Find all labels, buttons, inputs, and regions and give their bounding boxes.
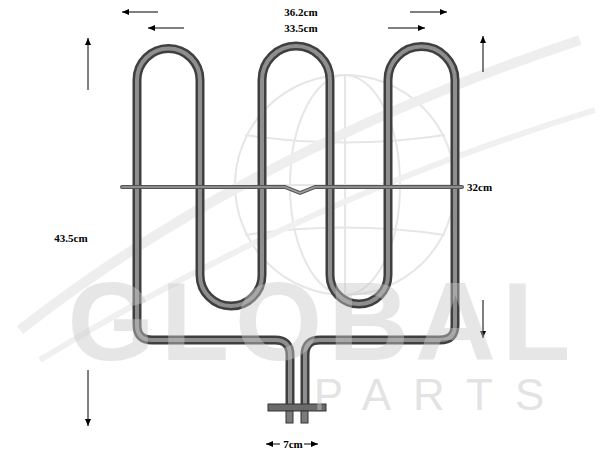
dimension-label: 33.5cm (283, 23, 318, 34)
dimension-label: 7cm (282, 439, 304, 450)
dimension-label: 36.2cm (283, 7, 318, 18)
dimension-label: 43.5cm (53, 233, 88, 244)
watermark-text: GLOBAL (68, 266, 577, 378)
dimension-label: 32cm (466, 182, 493, 193)
watermark-text: PARTS (314, 373, 567, 417)
